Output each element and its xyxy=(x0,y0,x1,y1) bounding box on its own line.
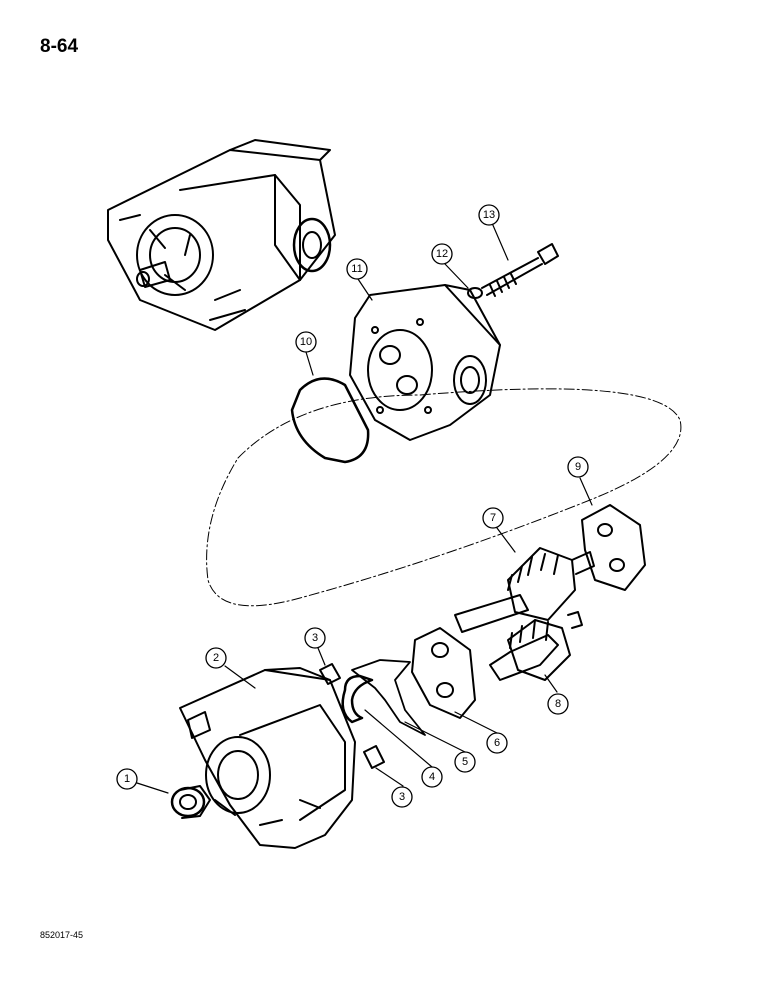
callout-11: 11 xyxy=(346,258,368,280)
callout-3-upper: 3 xyxy=(304,627,326,649)
callout-7: 7 xyxy=(482,507,504,529)
leader-lines xyxy=(136,222,593,794)
callout-1: 1 xyxy=(116,768,138,790)
svg-text:6: 6 xyxy=(494,737,500,749)
drive-gear-shaft-illustration xyxy=(454,547,595,633)
svg-text:5: 5 xyxy=(462,756,468,768)
svg-text:4: 4 xyxy=(429,771,435,783)
svg-text:12: 12 xyxy=(436,248,448,260)
callout-9: 9 xyxy=(567,456,589,478)
callout-4: 4 xyxy=(421,766,443,788)
callout-10: 10 xyxy=(295,331,317,353)
figure-code: 852017-45 xyxy=(40,930,84,940)
callout-13: 13 xyxy=(478,204,500,226)
driven-gear-illustration xyxy=(489,611,583,681)
page-number: 8-64 xyxy=(40,36,79,57)
svg-text:2: 2 xyxy=(213,652,219,664)
wear-plate-illustration xyxy=(581,504,646,591)
rear-housing-illustration xyxy=(179,667,356,849)
svg-text:3: 3 xyxy=(399,791,405,803)
svg-text:8: 8 xyxy=(555,698,561,710)
svg-text:1: 1 xyxy=(124,773,130,785)
svg-text:3: 3 xyxy=(312,632,318,644)
pump-body-section-illustration xyxy=(349,284,501,441)
callout-8: 8 xyxy=(547,693,569,715)
wear-plate-front-illustration xyxy=(411,627,476,719)
cap-screw-illustration xyxy=(481,243,559,297)
svg-text:11: 11 xyxy=(351,263,362,275)
svg-text:9: 9 xyxy=(575,461,581,473)
callout-2: 2 xyxy=(205,647,227,669)
shaft-seal-illustration xyxy=(170,785,211,819)
svg-text:10: 10 xyxy=(300,336,312,348)
callout-3-lower: 3 xyxy=(391,786,413,808)
o-ring-illustration xyxy=(290,377,370,464)
backup-gasket-illustration xyxy=(341,674,374,724)
assembled-pump-illustration xyxy=(107,139,336,331)
seal-illustration xyxy=(351,659,426,736)
seal-outline xyxy=(206,388,682,607)
svg-text:7: 7 xyxy=(490,512,496,524)
callout-6: 6 xyxy=(486,732,508,754)
callout-markers: 1 2 3 3 4 5 6 7 xyxy=(116,204,589,808)
callout-5: 5 xyxy=(454,751,476,773)
svg-text:13: 13 xyxy=(483,209,495,221)
callout-12: 12 xyxy=(431,243,453,265)
